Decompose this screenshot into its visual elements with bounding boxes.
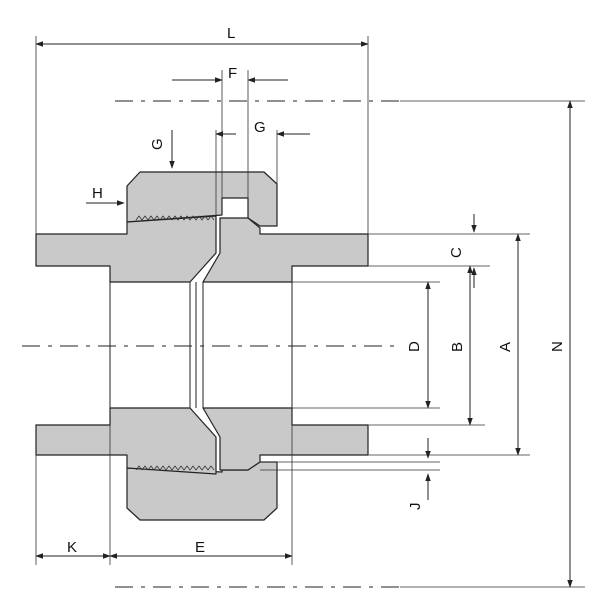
label-N: N <box>549 341 566 352</box>
thread-top <box>135 215 215 221</box>
dimension-lines <box>35 41 573 588</box>
left-body-top <box>35 215 217 283</box>
extension-lines <box>35 36 585 588</box>
label-K: K <box>67 539 77 556</box>
label-C: C <box>448 247 465 258</box>
label-G-top: G <box>254 119 266 136</box>
label-E: E <box>195 539 205 556</box>
thread-bottom <box>135 465 215 471</box>
right-body-top <box>202 217 369 283</box>
centerlines <box>22 100 400 588</box>
dimension-labels: L F G G H C D B A N J K E <box>67 25 566 556</box>
label-B: B <box>449 342 466 352</box>
label-D: D <box>406 341 423 352</box>
left-body-bottom <box>35 407 217 475</box>
label-J: J <box>407 503 424 511</box>
fitting-body <box>35 171 369 521</box>
right-body-bottom <box>202 407 369 471</box>
label-G-side: G <box>149 138 166 150</box>
union-nut-top <box>126 171 278 227</box>
label-H: H <box>92 185 103 202</box>
label-F: F <box>228 65 237 82</box>
label-L: L <box>227 25 235 42</box>
label-A: A <box>497 342 514 352</box>
